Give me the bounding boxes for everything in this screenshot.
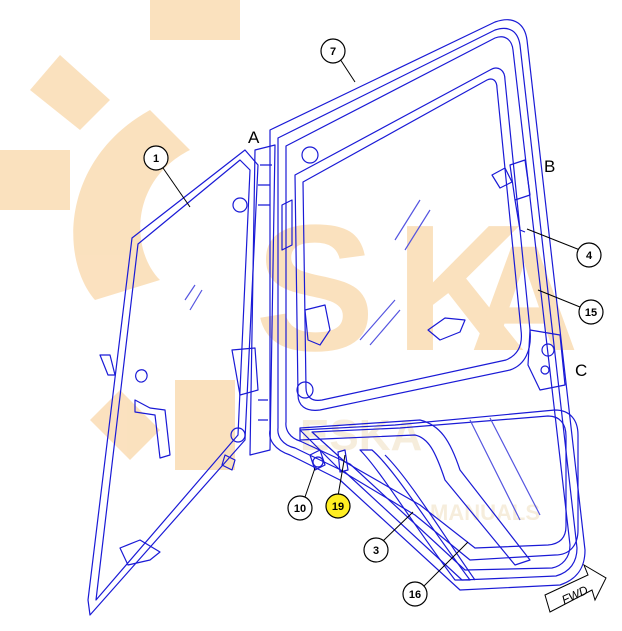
hinge-strip-a: [231, 144, 276, 456]
lower-glass-part-3: [299, 409, 579, 561]
upper-glass-opening: [281, 67, 531, 411]
leader-16: [422, 541, 469, 588]
lower-latch-c: [527, 329, 566, 391]
bottom-fittings: [309, 449, 349, 473]
leader-7: [339, 58, 356, 83]
callout-3-label: 3: [373, 545, 379, 557]
callout-16: 16: [402, 581, 428, 607]
callout-19-label: 19: [332, 501, 344, 513]
leader-15: [537, 289, 581, 308]
callout-10: 10: [287, 495, 313, 521]
watermark-letter-k: K: [395, 188, 525, 389]
view-label-a: A: [248, 128, 260, 147]
grab-bar-part-16: [299, 419, 531, 581]
callout-1: 1: [143, 145, 169, 171]
callout-7-label: 7: [330, 46, 336, 58]
callout-15: 15: [578, 299, 604, 325]
leader-3: [382, 511, 414, 542]
leader-10: [304, 467, 316, 498]
callout-19: 19: [325, 493, 351, 519]
leader-4: [526, 228, 581, 251]
door-panel-assembly: [87, 19, 586, 616]
view-label-c: C: [575, 361, 587, 380]
callout-10-label: 10: [294, 503, 306, 515]
leader-lines: [162, 58, 581, 588]
upper-latch-b: [491, 159, 531, 233]
callout-4-label: 4: [586, 250, 593, 262]
callout-16-label: 16: [409, 589, 421, 601]
watermark-tagline: MANUALS: [430, 500, 540, 525]
callout-15-label: 15: [585, 307, 597, 319]
watermark: S K A ESKA MANUALS: [0, 0, 578, 525]
leader-19: [337, 454, 346, 497]
fwd-direction-arrow-icon: FWD: [544, 563, 607, 613]
callout-7: 7: [320, 38, 346, 64]
callout-1-label: 1: [153, 153, 159, 165]
watermark-letter-s: S: [255, 188, 375, 389]
callout-3: 3: [363, 537, 389, 563]
leader-1: [162, 167, 191, 208]
window-panel-part-1: [87, 149, 259, 616]
view-label-b: B: [544, 157, 555, 176]
callout-4: 4: [576, 242, 602, 268]
door-frame-part-7: [269, 19, 586, 591]
